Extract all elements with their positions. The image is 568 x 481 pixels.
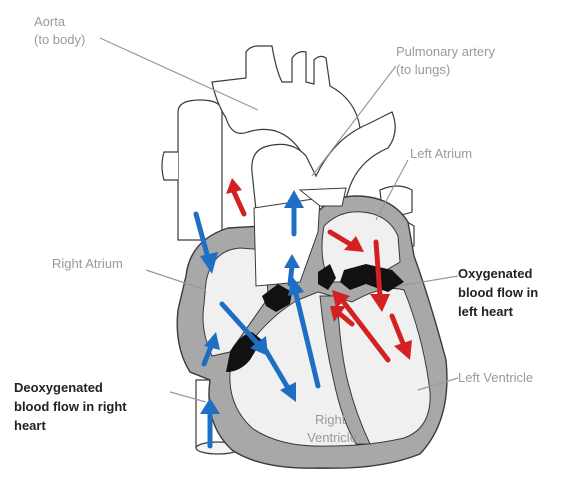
red-arrow-aorta-up (226, 178, 244, 214)
aorta-label: Aorta (to body) (34, 14, 85, 47)
deoxygenated-label: Deoxygenated blood flow in right heart (14, 380, 130, 433)
superior-vena-cava (178, 100, 222, 240)
left-ventricle-label: Left Ventricle (458, 370, 533, 385)
oxygenated-label: Oxygenated blood flow in left heart (458, 266, 542, 319)
right-vessel-stub (162, 152, 178, 180)
aorta-leader (100, 38, 258, 110)
left-atrium-label: Left Atrium (410, 146, 472, 161)
right-atrium-label: Right Atrium (52, 256, 123, 271)
pulmonary-artery-label: Pulmonary artery (to lungs) (396, 44, 499, 77)
